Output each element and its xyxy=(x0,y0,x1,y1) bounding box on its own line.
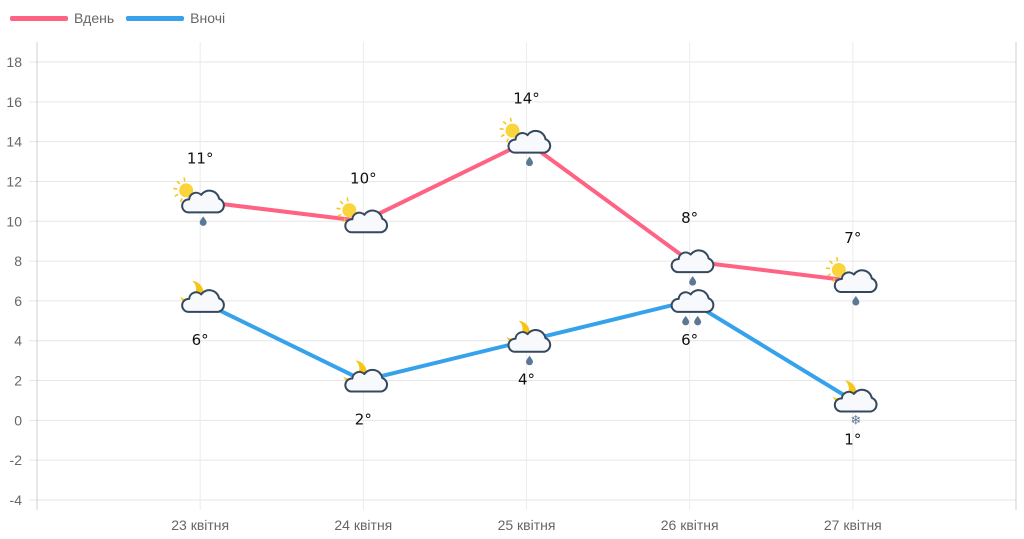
sun-ray xyxy=(825,267,831,270)
value-label: 6° xyxy=(681,331,698,349)
sun-ray xyxy=(505,138,510,143)
cloud-shape xyxy=(670,289,715,313)
cloud-shape xyxy=(507,329,552,353)
cloud-shape xyxy=(344,209,389,234)
sun-cloud-rain-icon xyxy=(173,177,225,226)
y-tick-label: 4 xyxy=(14,333,22,349)
cloud-shape xyxy=(670,249,715,274)
y-tick-label: 0 xyxy=(14,412,22,428)
value-label: 1° xyxy=(844,430,861,448)
rain-drop xyxy=(199,216,207,226)
x-axis-ticks: 23 квітня 24 квітня 25 квітня 26 квітня 27 к… xyxy=(171,517,882,533)
value-label: 10° xyxy=(350,169,377,187)
cloud-shape xyxy=(833,269,878,293)
sun-ray xyxy=(832,277,836,282)
legend-swatch-day xyxy=(10,15,68,21)
sun-ray xyxy=(499,127,504,130)
moon-cloud-snow-icon: ❄ xyxy=(832,380,878,428)
sun-ray xyxy=(339,200,344,205)
sun-ray xyxy=(500,134,505,138)
y-tick-label: 16 xyxy=(6,94,22,110)
sun-ray xyxy=(346,197,349,202)
moon-cloud-icon xyxy=(180,280,225,313)
legend-item-night[interactable]: Вночі xyxy=(126,10,225,26)
rain-drop xyxy=(526,355,533,366)
legend-label-night: Вночі xyxy=(190,10,226,26)
sun-disc xyxy=(179,183,194,198)
x-tick-label: 25 квітня xyxy=(498,517,556,533)
sun-ray xyxy=(502,120,507,125)
value-label: 14° xyxy=(513,90,540,108)
cloud-shape xyxy=(181,289,225,313)
legend-item-day[interactable]: Вдень xyxy=(10,10,114,26)
sun-cloud-rain-icon xyxy=(499,117,552,167)
x-tick-label: 24 квітня xyxy=(334,517,392,533)
sun-ray xyxy=(342,217,346,223)
y-tick-label: 10 xyxy=(6,213,22,229)
value-label: 11° xyxy=(187,149,214,167)
sun-ray xyxy=(173,187,178,190)
value-label: 2° xyxy=(355,411,372,429)
y-tick-label: 2 xyxy=(14,373,22,389)
value-label: 8° xyxy=(681,209,698,227)
sun-ray xyxy=(836,257,839,262)
rain-drop xyxy=(682,315,690,326)
sun-ray xyxy=(509,117,512,122)
y-tick-label: 6 xyxy=(14,293,22,309)
legend-label-day: Вдень xyxy=(74,10,115,26)
chart-legend: Вдень Вночі xyxy=(10,10,225,26)
y-tick-label: 14 xyxy=(6,134,22,150)
x-tick-label: 26 квітня xyxy=(661,517,719,533)
value-label: 4° xyxy=(518,371,535,389)
legend-swatch-night xyxy=(126,15,185,21)
sun-disc xyxy=(505,123,520,138)
x-tick-label: 23 квітня xyxy=(171,517,229,533)
cloud-shape xyxy=(344,368,389,393)
sun-disc xyxy=(342,203,357,218)
y-tick-label: 8 xyxy=(14,253,22,269)
x-tick-label: 27 квітня xyxy=(824,517,882,533)
sun-ray xyxy=(337,213,342,217)
sun-ray xyxy=(336,207,341,210)
cloud-shape xyxy=(181,189,225,214)
sun-ray xyxy=(829,260,833,265)
y-tick-label: -4 xyxy=(10,492,23,508)
y-axis-ticks: 18 16 14 12 10 8 6 4 2 0 -2 -4 xyxy=(6,54,22,508)
snowflake: ❄ xyxy=(850,413,861,428)
sun-ray xyxy=(179,198,183,203)
sun-cloud-icon xyxy=(336,197,389,234)
sun-disc xyxy=(831,263,846,277)
sun-ray xyxy=(176,180,181,185)
y-tick-label: 12 xyxy=(6,173,22,189)
cloud-shape xyxy=(833,388,878,413)
rain-drop xyxy=(694,315,702,326)
sun-ray xyxy=(183,177,186,182)
y-tick-label: 18 xyxy=(6,54,22,70)
moon-cloud-icon xyxy=(343,360,389,393)
cloud-rain-icon xyxy=(670,249,715,286)
rain-drop xyxy=(852,296,860,306)
rain-drop xyxy=(689,276,697,286)
value-label: 6° xyxy=(192,331,209,349)
weather-icons: ❄ xyxy=(173,117,878,428)
value-labels: 11° 10° 14° 8° 7° 6° 2° 4° 6° 1° xyxy=(187,90,861,449)
cloud-shape xyxy=(507,129,552,154)
sun-ray xyxy=(826,273,832,277)
value-label: 7° xyxy=(844,229,861,247)
moon-cloud-rain-icon xyxy=(506,320,552,366)
sun-cloud-rain-icon xyxy=(825,257,878,306)
cloud-heavy-rain-icon xyxy=(670,289,715,326)
sun-ray xyxy=(174,193,179,197)
rain-drop xyxy=(526,156,533,167)
y-tick-label: -2 xyxy=(10,452,23,468)
